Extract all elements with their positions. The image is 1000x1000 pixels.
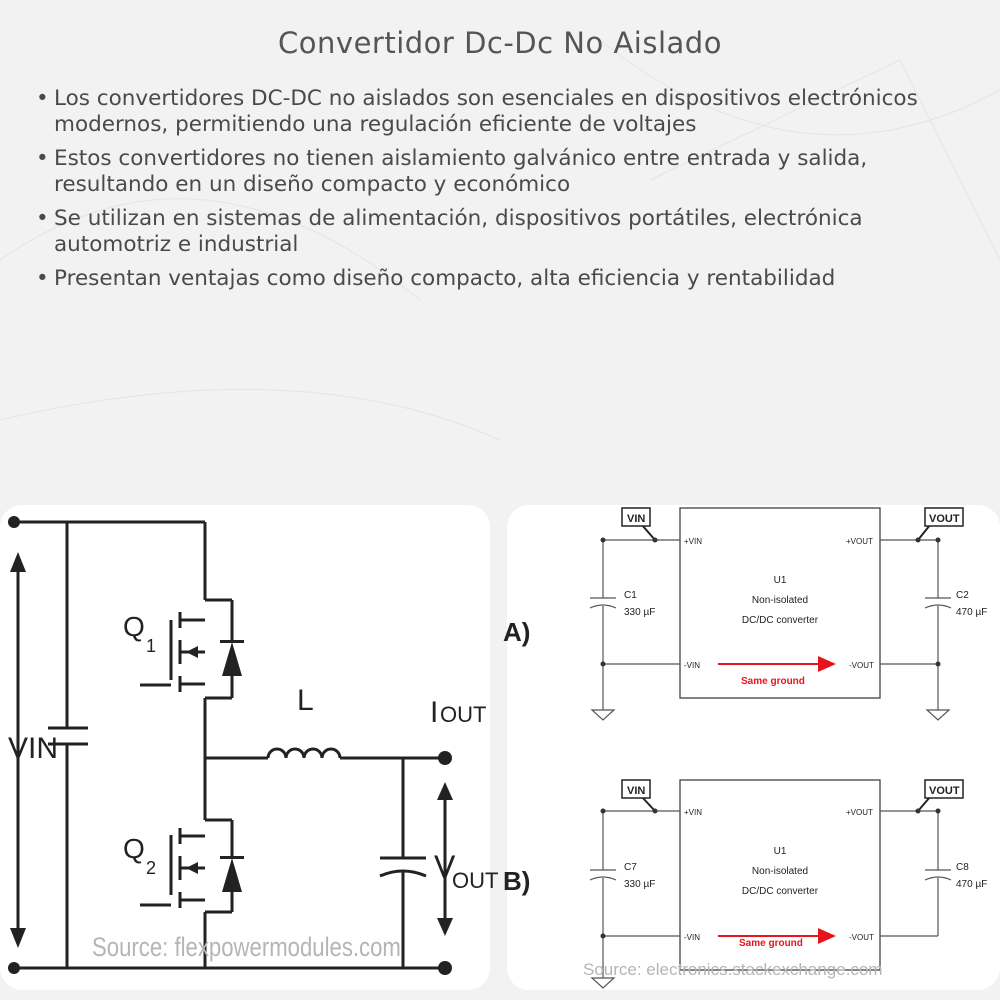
right-source-credit: Source: electronics.stackexchange.com — [583, 960, 883, 979]
pin-vin-neg-b: -VIN — [684, 933, 700, 942]
page-title: Convertidor Dc-Dc No Aislado — [278, 26, 722, 60]
same-ground-label-a: Same ground — [741, 676, 805, 687]
bullet-item: Estos convertidores no tienen aislamient… — [36, 146, 966, 198]
variant-b-label: B) — [503, 866, 530, 896]
vin-tag-a: VIN — [627, 513, 645, 525]
pin-vin-pos-a: +VIN — [684, 537, 702, 546]
c-in-val-a: 330 µF — [624, 607, 655, 618]
vin-tag-b: VIN — [627, 785, 645, 797]
converter-grounding-panel — [507, 505, 1000, 990]
c-out-name-a: C2 — [956, 590, 969, 601]
inductor-label: L — [297, 684, 314, 717]
buck-converter-panel — [0, 505, 490, 990]
bullet-item: Los convertidores DC-DC no aislados son … — [36, 86, 966, 138]
pin-vout-neg-a: -VOUT — [849, 661, 874, 670]
u1-name-a: U1 — [774, 575, 787, 586]
u1-line1-a: Non-isolated — [752, 595, 808, 606]
u1-line1-b: Non-isolated — [752, 866, 808, 877]
c-in-val-b: 330 µF — [624, 879, 655, 890]
pin-vin-pos-b: +VIN — [684, 808, 702, 817]
pin-vin-neg-a: -VIN — [684, 661, 700, 670]
u1-name-b: U1 — [774, 846, 787, 857]
q1-subscript: 1 — [146, 636, 156, 656]
vout-subscript: OUT — [452, 868, 498, 893]
u1-line2-a: DC/DC converter — [742, 615, 819, 626]
left-source-credit: Source: flexpowermodules.com — [92, 932, 401, 962]
buck-converter-schematic: VIN Q 1 Q 2 L I OUT V OUT — [8, 516, 498, 975]
q2-label: Q — [123, 833, 145, 864]
iout-label: I — [430, 696, 438, 729]
q2-subscript: 2 — [146, 858, 156, 878]
bullet-list: Los convertidores DC-DC no aislados son … — [36, 86, 966, 300]
pin-vout-pos-b: +VOUT — [846, 808, 873, 817]
u1-line2-b: DC/DC converter — [742, 886, 819, 897]
c-in-name-a: C1 — [624, 590, 637, 601]
vout-label: V — [434, 849, 456, 885]
c-out-val-b: 470 µF — [956, 879, 987, 890]
iout-subscript: OUT — [440, 702, 486, 727]
vout-tag-b: VOUT — [929, 785, 960, 797]
c-in-name-b: C7 — [624, 862, 637, 873]
q1-label: Q — [123, 611, 145, 642]
c-out-name-b: C8 — [956, 862, 969, 873]
variant-a-label: A) — [503, 617, 530, 647]
vin-label: VIN — [8, 732, 58, 765]
bullet-item: Presentan ventajas como diseño compacto,… — [36, 266, 966, 292]
pin-vout-pos-a: +VOUT — [846, 537, 873, 546]
vout-tag-a: VOUT — [929, 513, 960, 525]
c-out-val-a: 470 µF — [956, 607, 987, 618]
same-ground-label-b: Same ground — [739, 938, 803, 949]
pin-vout-neg-b: -VOUT — [849, 933, 874, 942]
bullet-item: Se utilizan en sistemas de alimentación,… — [36, 206, 966, 258]
